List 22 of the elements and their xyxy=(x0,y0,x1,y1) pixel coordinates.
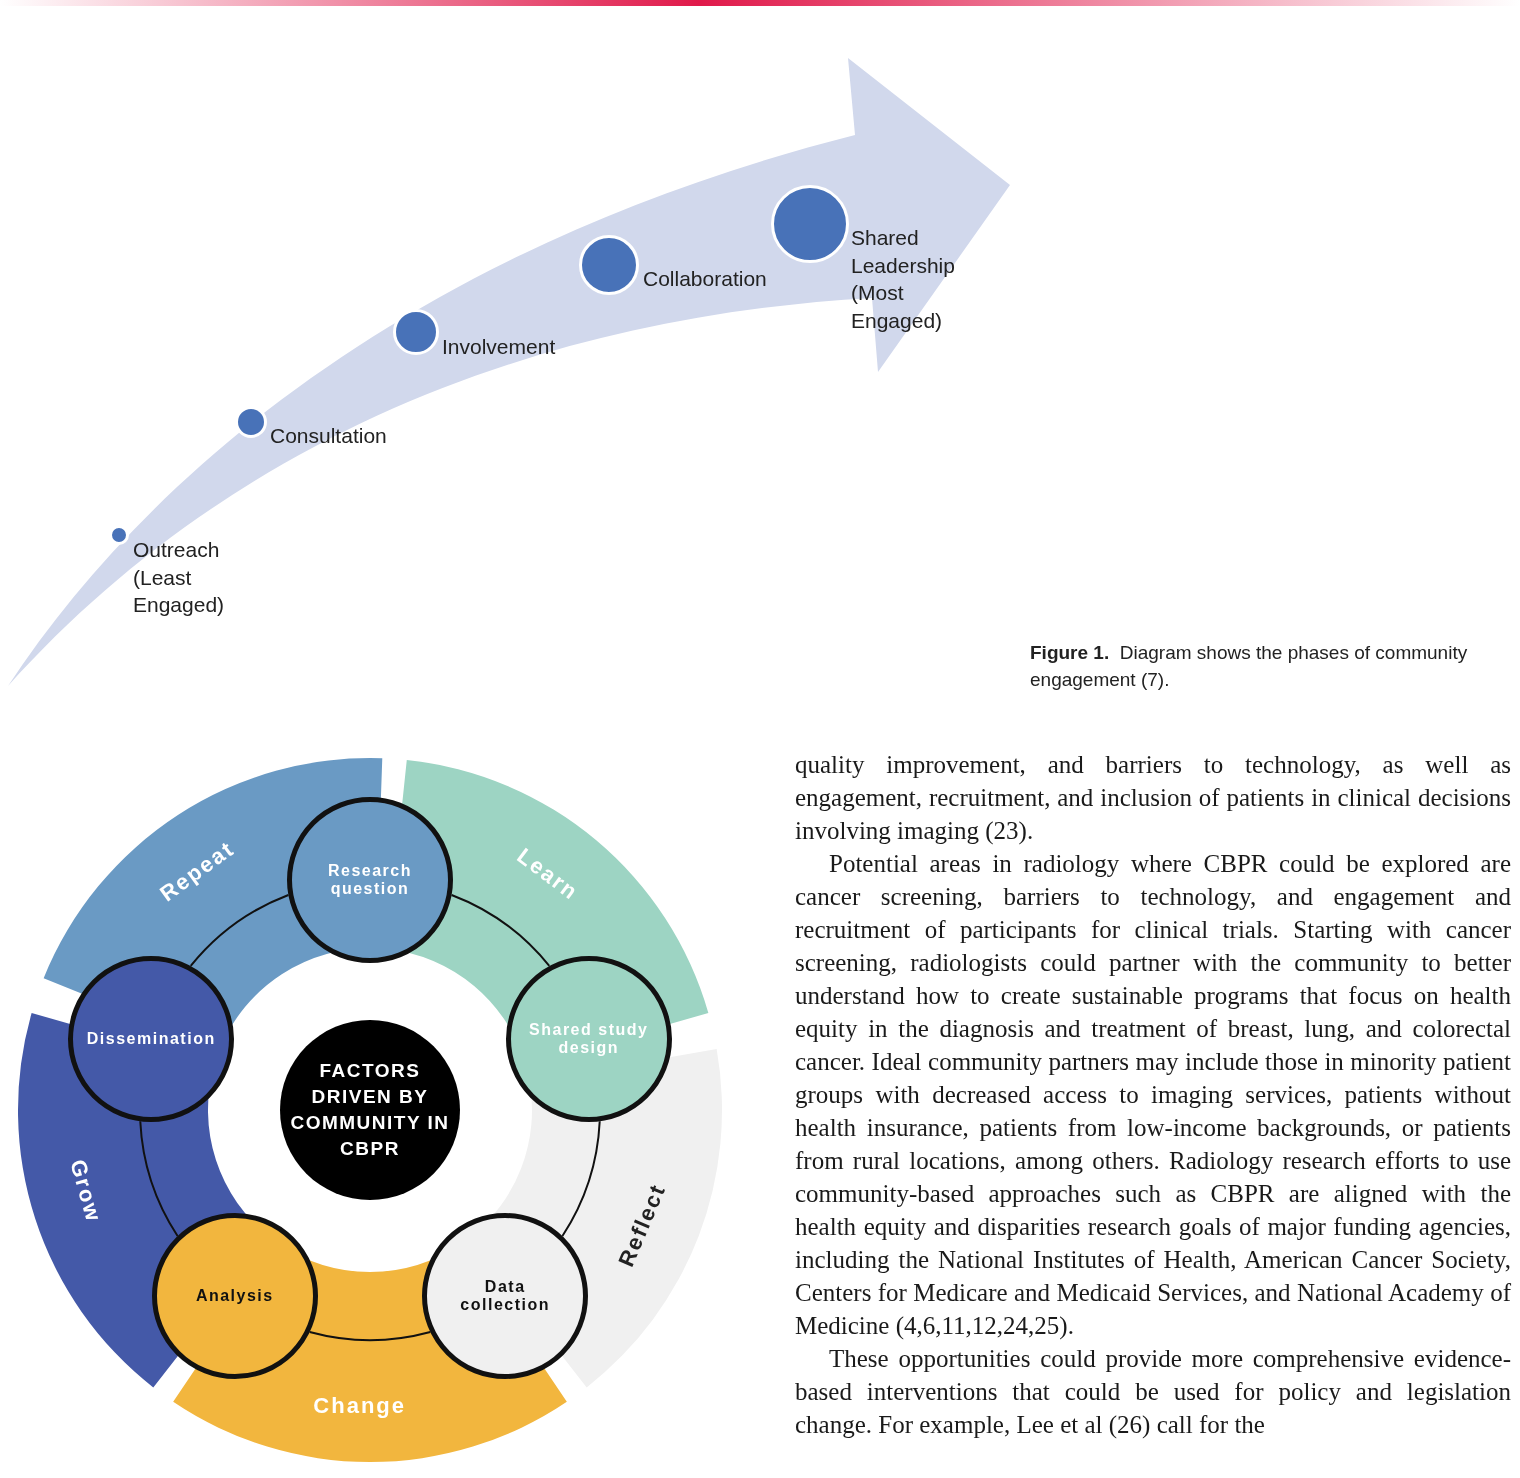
stage-label: Outreach (Least Engaged) xyxy=(133,537,226,618)
connector-arc xyxy=(561,1120,601,1237)
phase-label: Dissemination xyxy=(85,1029,217,1048)
connector-arc xyxy=(450,894,551,967)
figure-caption: Figure 1. Diagram shows the phases of community engagement (7). xyxy=(1030,641,1469,692)
band-label: Grow xyxy=(64,1156,109,1227)
phase-label: Research question xyxy=(326,862,413,898)
phase-label: Analysis xyxy=(194,1287,275,1306)
stage-label: Shared Leadership (Most Engaged) xyxy=(851,225,956,334)
connector-arc xyxy=(189,894,290,967)
body-paragraph: These opportunities could provide more comprehensive evidence-based interventions that could be used for policy and legislation change. For example, Lee et al (26) call for the xyxy=(795,1344,1511,1440)
stage-label: Collaboration xyxy=(643,266,767,292)
stage-label: Involvement xyxy=(442,334,556,360)
connector-arc xyxy=(139,1120,179,1237)
center-label: FACTORS DRIVEN BY COMMUNITY IN CBPR xyxy=(289,1059,451,1161)
body-paragraph: quality improvement, and barriers to technology, as well as engagement, recruitment, and inclusion of patients in clinical decisions involving imaging (23). xyxy=(795,750,1511,847)
phase-label: Shared study design xyxy=(528,1020,650,1057)
band-label: Change xyxy=(313,1391,407,1420)
phase-label: Data collection xyxy=(459,1278,552,1315)
stage-label: Consultation xyxy=(270,423,387,449)
connector-arc xyxy=(308,1330,432,1341)
body-paragraph: Potential areas in radiology where CBPR could be explored are cancer screening, barriers to technology, and engagement and recruitment of participants for clinical trials. Starting with cancer screening, radiologists could partner with the community to better understand how to create sustainable programs that focus on health equity in the diagnosis and treatment of breast, lung, and colorectal cancer. Ideal community partners may include those in minority patient groups with decreased access to imaging services, patients without health insurance, patients from low-income backgrounds, or patients from rural locations, among others. Radiology research efforts to use community-based approaches such as CBPR are aligned with the health equity and disparities research goals of major funding agencies, including the National Institutes of Health, American Cancer Society, Centers for Medicare and Medicaid Services, and National Academy of Medicine (4,6,11,12,24,25). xyxy=(795,849,1511,1342)
